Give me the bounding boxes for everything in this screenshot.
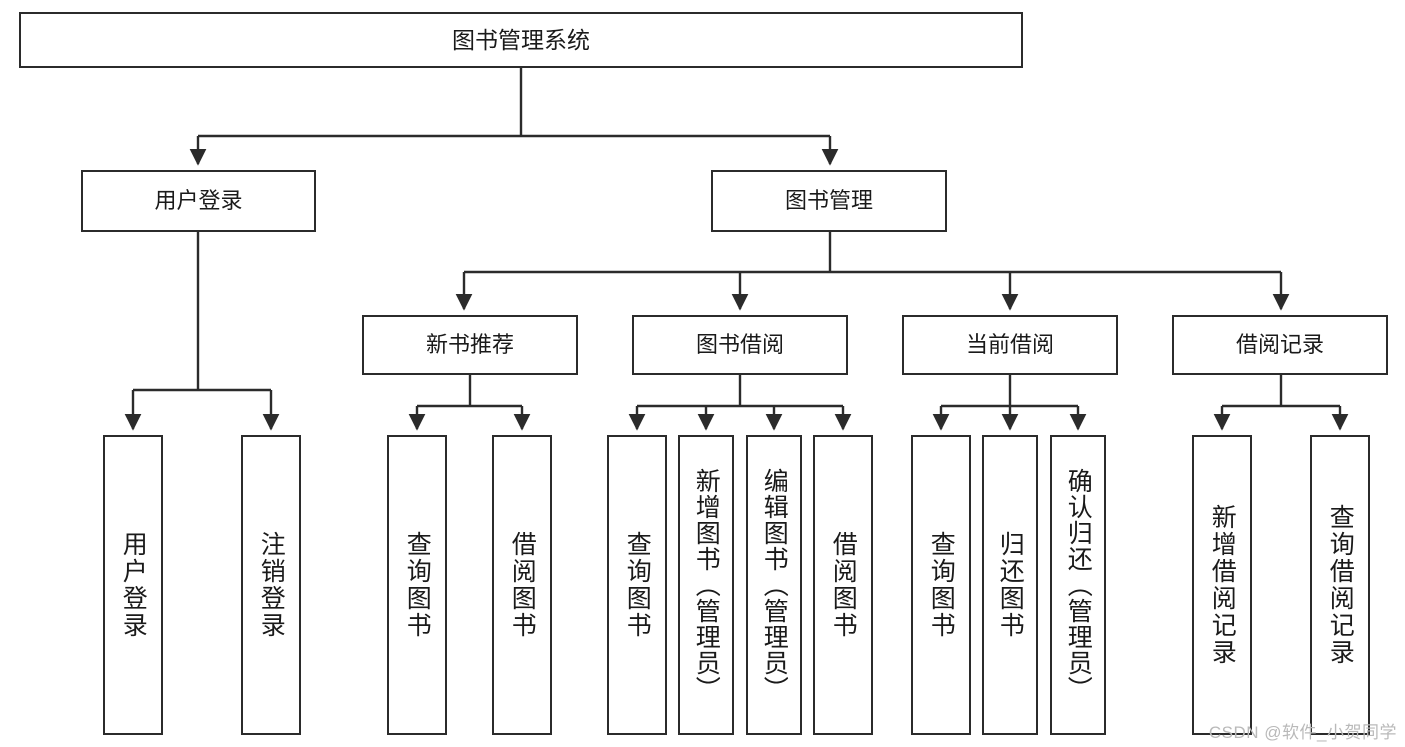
leaf-borrow-book-2[interactable]: 借阅图书 <box>813 435 873 735</box>
leaf-edit-book-admin[interactable]: 编辑图书（管理员） <box>746 435 802 735</box>
leaf-query-borrow-record-label: 查询借阅记录 <box>1326 504 1355 666</box>
leaf-query-book-3[interactable]: 查询图书 <box>911 435 971 735</box>
leaf-return-book[interactable]: 归还图书 <box>982 435 1038 735</box>
node-new-book-recommendation-label: 新书推荐 <box>425 332 514 358</box>
leaf-logout-label: 注销登录 <box>257 531 286 639</box>
watermark-text: CSDN @软件_小贺同学 <box>1208 723 1397 742</box>
node-book-management-label: 图书管理 <box>784 188 873 214</box>
leaf-return-book-label: 归还图书 <box>996 531 1025 639</box>
leaf-user-login-label: 用户登录 <box>119 531 148 639</box>
node-new-book-recommendation[interactable]: 新书推荐 <box>362 315 578 375</box>
node-user-login-label: 用户登录 <box>154 188 243 214</box>
leaf-query-book-1[interactable]: 查询图书 <box>387 435 447 735</box>
leaf-query-borrow-record[interactable]: 查询借阅记录 <box>1310 435 1370 735</box>
node-book-borrow[interactable]: 图书借阅 <box>632 315 848 375</box>
node-root-label: 图书管理系统 <box>452 26 590 53</box>
leaf-confirm-return-admin-label: 确认归还（管理员） <box>1064 468 1093 702</box>
leaf-confirm-return-admin[interactable]: 确认归还（管理员） <box>1050 435 1106 735</box>
node-current-borrow-label: 当前借阅 <box>965 332 1054 358</box>
leaf-query-book-1-label: 查询图书 <box>403 531 432 639</box>
node-current-borrow[interactable]: 当前借阅 <box>902 315 1118 375</box>
leaf-add-borrow-record[interactable]: 新增借阅记录 <box>1192 435 1252 735</box>
node-book-borrow-label: 图书借阅 <box>695 332 784 358</box>
node-user-login[interactable]: 用户登录 <box>81 170 316 232</box>
leaf-logout[interactable]: 注销登录 <box>241 435 301 735</box>
leaf-user-login[interactable]: 用户登录 <box>103 435 163 735</box>
node-book-management[interactable]: 图书管理 <box>711 170 947 232</box>
leaf-query-book-2-label: 查询图书 <box>623 531 652 639</box>
node-borrow-record[interactable]: 借阅记录 <box>1172 315 1388 375</box>
leaf-borrow-book-2-label: 借阅图书 <box>829 531 858 639</box>
node-borrow-record-label: 借阅记录 <box>1235 332 1324 358</box>
leaf-add-borrow-record-label: 新增借阅记录 <box>1208 504 1237 666</box>
leaf-borrow-book-1-label: 借阅图书 <box>508 531 537 639</box>
node-root[interactable]: 图书管理系统 <box>19 12 1023 68</box>
leaf-add-book-admin-label: 新增图书（管理员） <box>692 468 721 702</box>
leaf-query-book-2[interactable]: 查询图书 <box>607 435 667 735</box>
leaf-edit-book-admin-label: 编辑图书（管理员） <box>760 468 789 702</box>
leaf-query-book-3-label: 查询图书 <box>927 531 956 639</box>
leaf-add-book-admin[interactable]: 新增图书（管理员） <box>678 435 734 735</box>
leaf-borrow-book-1[interactable]: 借阅图书 <box>492 435 552 735</box>
